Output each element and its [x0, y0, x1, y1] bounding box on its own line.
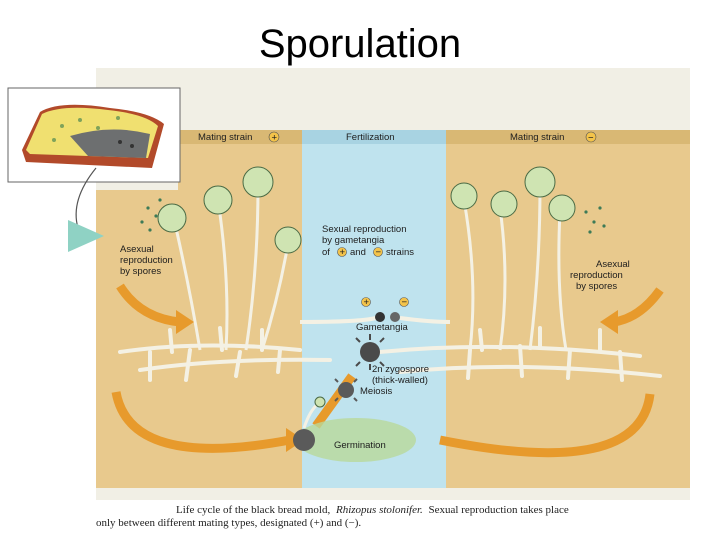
- gametangium-plus-badge: [361, 297, 371, 307]
- zygospore-icon: [355, 334, 385, 370]
- gametangia-label: Gametangia: [356, 322, 408, 333]
- sporangiophores-right: [462, 185, 568, 351]
- sporangia-left: [157, 166, 302, 254]
- caption-line2: only between different mating types, des…: [96, 517, 361, 529]
- plus-sign-badge: [268, 131, 280, 143]
- sporangiophores-left: [174, 185, 290, 351]
- header-left-sign: +: [272, 133, 278, 144]
- zygospore-line1: 2n zygospore: [372, 364, 429, 375]
- gametangium-minus-badge: [399, 297, 409, 307]
- meiosis-icon: [334, 378, 358, 402]
- sexual-line2: by gametangia: [322, 235, 385, 246]
- caption-line1-a: Life cycle of the black bread mold,: [176, 504, 330, 516]
- hyphae-right: [378, 326, 662, 382]
- caption-line1-b: Sexual reproduction takes place: [429, 504, 569, 516]
- header-right-sign: −: [588, 133, 594, 144]
- sporangium: [548, 194, 576, 222]
- asexual-right-line1: Asexual: [596, 259, 630, 270]
- header-left-label: Mating strain: [198, 132, 252, 143]
- gametangium-plus: [375, 312, 385, 322]
- sexual-line3-a: of: [322, 247, 330, 258]
- sporangium: [274, 226, 302, 254]
- minus-sign-badge: [585, 131, 597, 143]
- gametangium-minus-sign: −: [402, 297, 408, 308]
- sporangium: [242, 166, 274, 198]
- caption-line1: Life cycle of the black bread mold, Rhiz…: [176, 504, 569, 516]
- sexual-minus: −: [376, 247, 382, 258]
- sporangium: [524, 166, 556, 198]
- sporangium: [203, 185, 233, 215]
- sexual-plus: +: [340, 247, 346, 258]
- bread-inset: [7, 87, 181, 183]
- sexual-line3-c: strains: [386, 247, 414, 258]
- meiosis-label: Meiosis: [360, 386, 392, 397]
- header-strip-right: [446, 130, 690, 144]
- asexual-right-line2: reproduction: [570, 270, 623, 281]
- germination-label: Germination: [334, 440, 386, 451]
- gametangium-minus: [390, 312, 400, 322]
- germination-patch: [296, 418, 416, 462]
- asexual-right-line3: by spores: [576, 281, 617, 292]
- caption-species: Rhizopus stolonifer.: [335, 504, 423, 516]
- sexual-line3-b: and: [350, 247, 366, 258]
- slide-title: Sporulation: [258, 22, 462, 66]
- sporangium: [450, 182, 478, 210]
- header-center-label: Fertilization: [346, 132, 395, 143]
- sporangia-right: [450, 166, 576, 222]
- inset-arrow: [68, 220, 104, 252]
- asexual-left-line3: by spores: [120, 266, 161, 277]
- gametangia-hyphae: [299, 316, 451, 324]
- gametangium-plus-sign: +: [364, 297, 370, 308]
- header-right-label: Mating strain: [510, 132, 564, 143]
- panel-minus-strain: [446, 130, 690, 488]
- asexual-left-line2: reproduction: [120, 255, 173, 266]
- asexual-left-line1: Asexual: [120, 244, 154, 255]
- spores-released: [140, 198, 606, 234]
- panel-plus-strain: [178, 130, 302, 488]
- zygospore-line2: (thick-walled): [372, 375, 428, 386]
- header-strip-center: [302, 130, 446, 144]
- sexual-line1: Sexual reproduction: [322, 224, 407, 235]
- plus-badge-inline: [337, 247, 347, 257]
- asexual-cycle-arrows: [111, 283, 664, 458]
- germination-icon: [293, 396, 326, 451]
- hyphae-left: [118, 326, 332, 382]
- sporangium: [490, 190, 518, 218]
- sporangium: [157, 203, 187, 233]
- inset-pointer: [75, 167, 97, 229]
- minus-badge-inline: [373, 247, 383, 257]
